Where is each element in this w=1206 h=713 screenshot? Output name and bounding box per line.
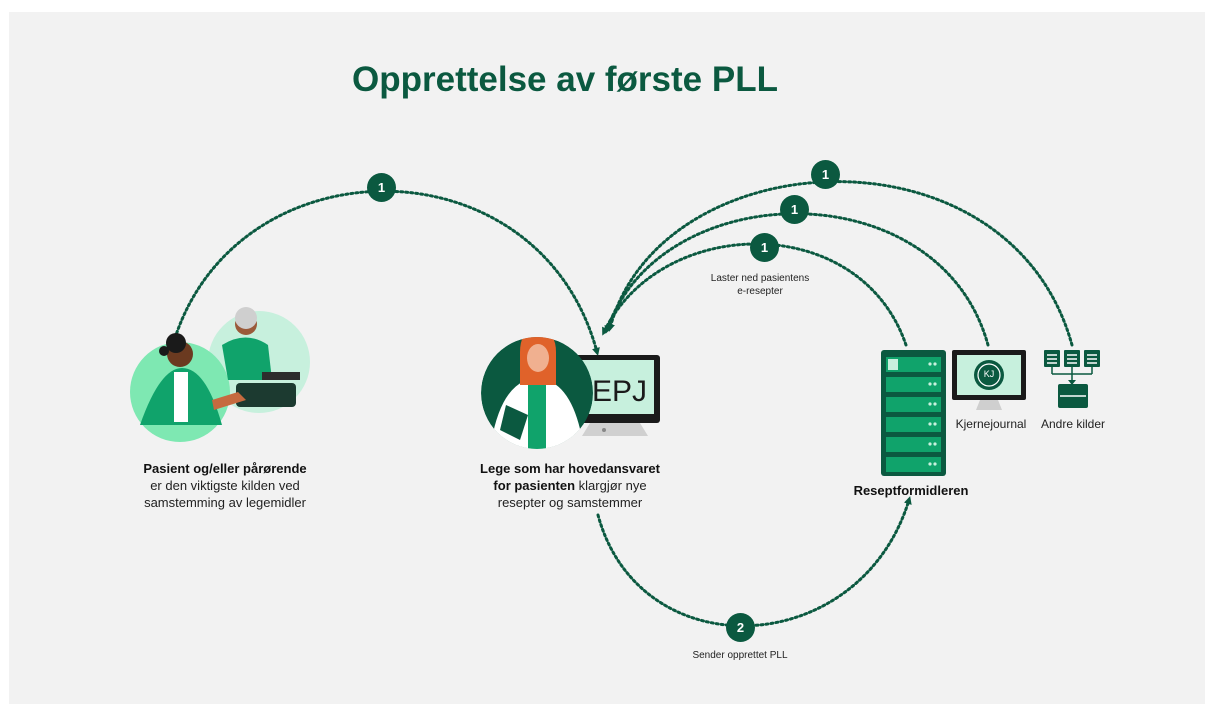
server-tower-icon [881, 350, 946, 476]
arc-other-to-epj [607, 180, 1074, 347]
send-label: Sender opprettet PLL [692, 650, 788, 661]
step-2-badge-send: 2 [726, 613, 755, 642]
reseptformidleren-label: Reseptformidleren [853, 483, 969, 498]
epj-label: EPJ [592, 375, 648, 408]
patient-caption: Pasient og/eller pårørende er den viktig… [143, 461, 307, 510]
doctor-illustration [481, 337, 660, 449]
andre-kilder-label: Andre kilder [1040, 417, 1106, 431]
step-1-badge-kjernejournal: 1 [780, 195, 809, 224]
arc-epj-to-rf [596, 496, 912, 628]
step-1-badge-patient: 1 [367, 173, 396, 202]
doctor-caption: Lege som har hovedansvaret for pasienten… [480, 461, 660, 510]
download-label: Laster ned pasientens e-resepter [710, 273, 810, 297]
step-1-badge-other-sources: 1 [811, 160, 840, 189]
patient-relative-illustration [130, 307, 310, 442]
page-title: Opprettelse av første PLL [352, 60, 778, 99]
kjernejournal-monitor-icon [952, 350, 1026, 410]
kj-logo-text: KJ [983, 369, 995, 379]
step-1-badge-reseptformidleren: 1 [750, 233, 779, 262]
kjernejournal-label: Kjernejournal [955, 417, 1027, 431]
other-sources-icon [1044, 350, 1100, 408]
